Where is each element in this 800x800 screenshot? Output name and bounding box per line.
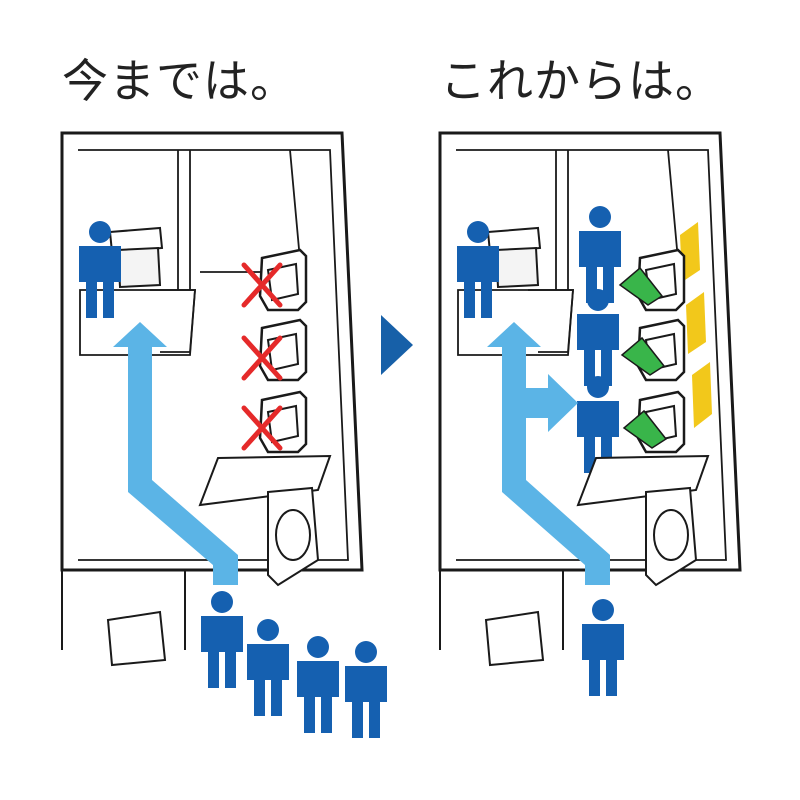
stall-door	[528, 289, 574, 353]
queue-person-2	[247, 619, 289, 716]
panel-after	[438, 131, 742, 696]
toilet-bowl	[494, 246, 540, 289]
partition-wall	[177, 149, 301, 290]
sink-counter	[198, 454, 332, 507]
sign-panel-2	[686, 292, 706, 354]
queue-person-1	[201, 591, 243, 688]
sink-counter	[576, 454, 710, 507]
sink-unit	[267, 486, 320, 587]
sink-unit	[645, 486, 698, 587]
heading-before: 今までは。	[62, 54, 297, 108]
flow-arrow	[487, 322, 610, 585]
panel-before	[60, 131, 387, 738]
green-marker-1	[618, 266, 664, 306]
toilet-bowl	[116, 246, 162, 289]
green-marker-2	[620, 336, 666, 376]
flow-arrow	[113, 322, 238, 585]
toilet-tank	[486, 226, 542, 254]
front-wall	[439, 569, 564, 650]
bin-icon	[484, 610, 545, 667]
front-wall	[61, 569, 186, 650]
queue-person-1	[582, 599, 624, 696]
green-marker-3	[622, 409, 668, 449]
stall-door	[150, 289, 196, 353]
sign-panel-3	[692, 362, 712, 428]
bin-icon	[106, 610, 167, 667]
sink-bowl	[653, 509, 689, 561]
triangle-right-icon	[381, 315, 413, 375]
queue-person-3	[297, 636, 339, 733]
partition-wall	[555, 149, 679, 290]
sink-bowl	[275, 509, 311, 561]
toilet-tank	[108, 226, 164, 254]
heading-after: これからは。	[440, 54, 722, 108]
queue-person-4	[345, 641, 387, 738]
